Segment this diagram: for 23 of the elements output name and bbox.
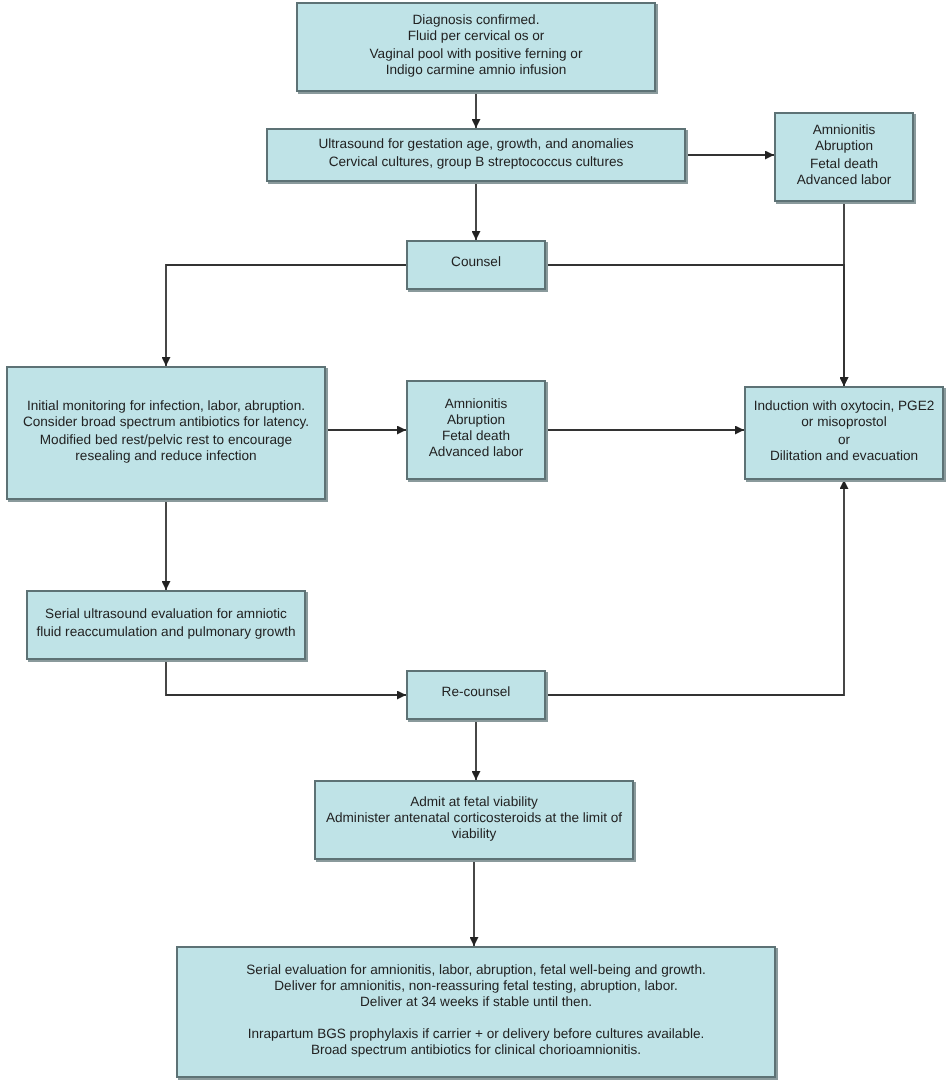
process-box (406, 240, 546, 290)
arrow (471, 719, 481, 781)
process-box (774, 112, 914, 202)
arrow (161, 499, 171, 591)
process-box (6, 366, 326, 500)
arrow (325, 425, 407, 435)
process-box (26, 590, 306, 660)
arrow (545, 479, 849, 696)
process-box (744, 386, 944, 480)
arrow (545, 425, 745, 435)
arrow (471, 181, 481, 241)
process-box (406, 670, 546, 720)
arrow (545, 264, 849, 387)
arrow (165, 659, 407, 700)
arrow (471, 91, 481, 129)
process-box (406, 380, 546, 480)
process-box (266, 128, 686, 182)
process-box (296, 2, 656, 92)
arrow (469, 859, 479, 947)
process-box (176, 946, 776, 1078)
arrow (161, 264, 407, 367)
process-box (314, 780, 634, 860)
arrow (685, 150, 775, 160)
